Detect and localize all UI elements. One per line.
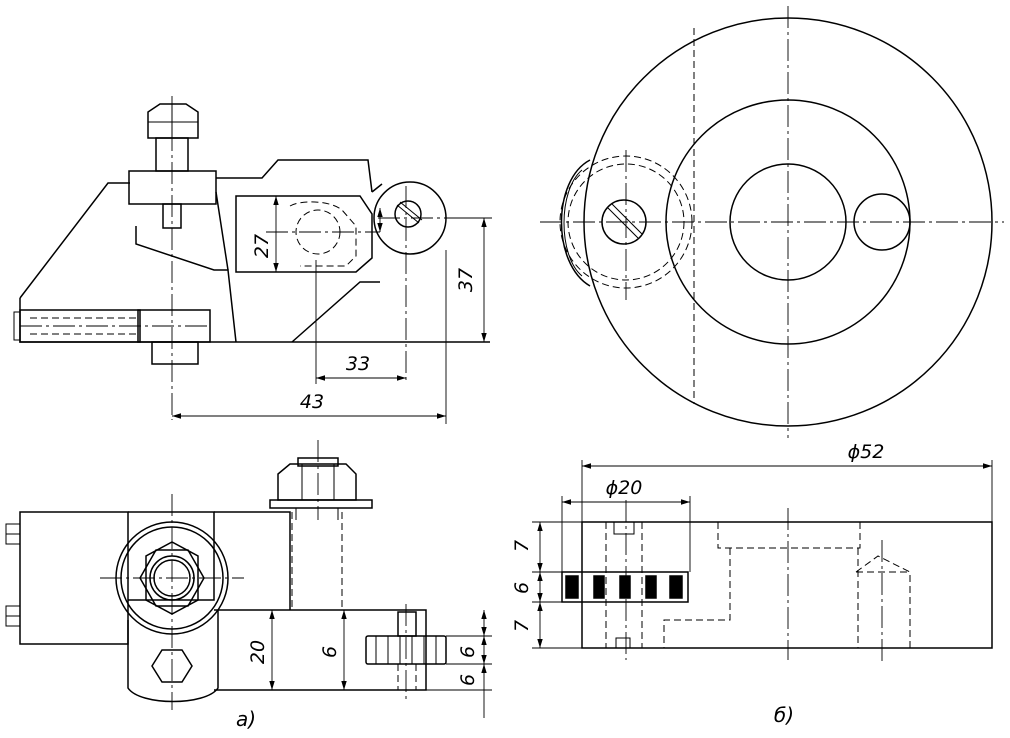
dim-6-section: 6 xyxy=(511,582,533,594)
dim-43: 43 xyxy=(300,391,324,413)
dim-phi20: ϕ20 xyxy=(606,477,643,499)
dim-7-bottom: 7 xyxy=(511,620,533,632)
view-b-plan xyxy=(540,6,1004,438)
dim-6-knob: 6 xyxy=(319,646,341,658)
view-a-front xyxy=(13,96,492,424)
caption-b: б) xyxy=(774,703,794,727)
caption-a: a) xyxy=(236,707,256,731)
dim-7-top: 7 xyxy=(511,540,533,552)
dim-phi52: ϕ52 xyxy=(848,441,885,463)
dim-20-left: 20 xyxy=(247,640,269,664)
dim-6-right-mid: 6 xyxy=(457,646,479,658)
view-a-top xyxy=(5,440,492,718)
dim-6-right-bot: 6 xyxy=(457,674,479,686)
dim-37: 37 xyxy=(455,268,477,292)
dim-27: 27 xyxy=(251,234,273,258)
dim-33: 33 xyxy=(346,353,370,375)
view-b-section xyxy=(532,460,993,664)
